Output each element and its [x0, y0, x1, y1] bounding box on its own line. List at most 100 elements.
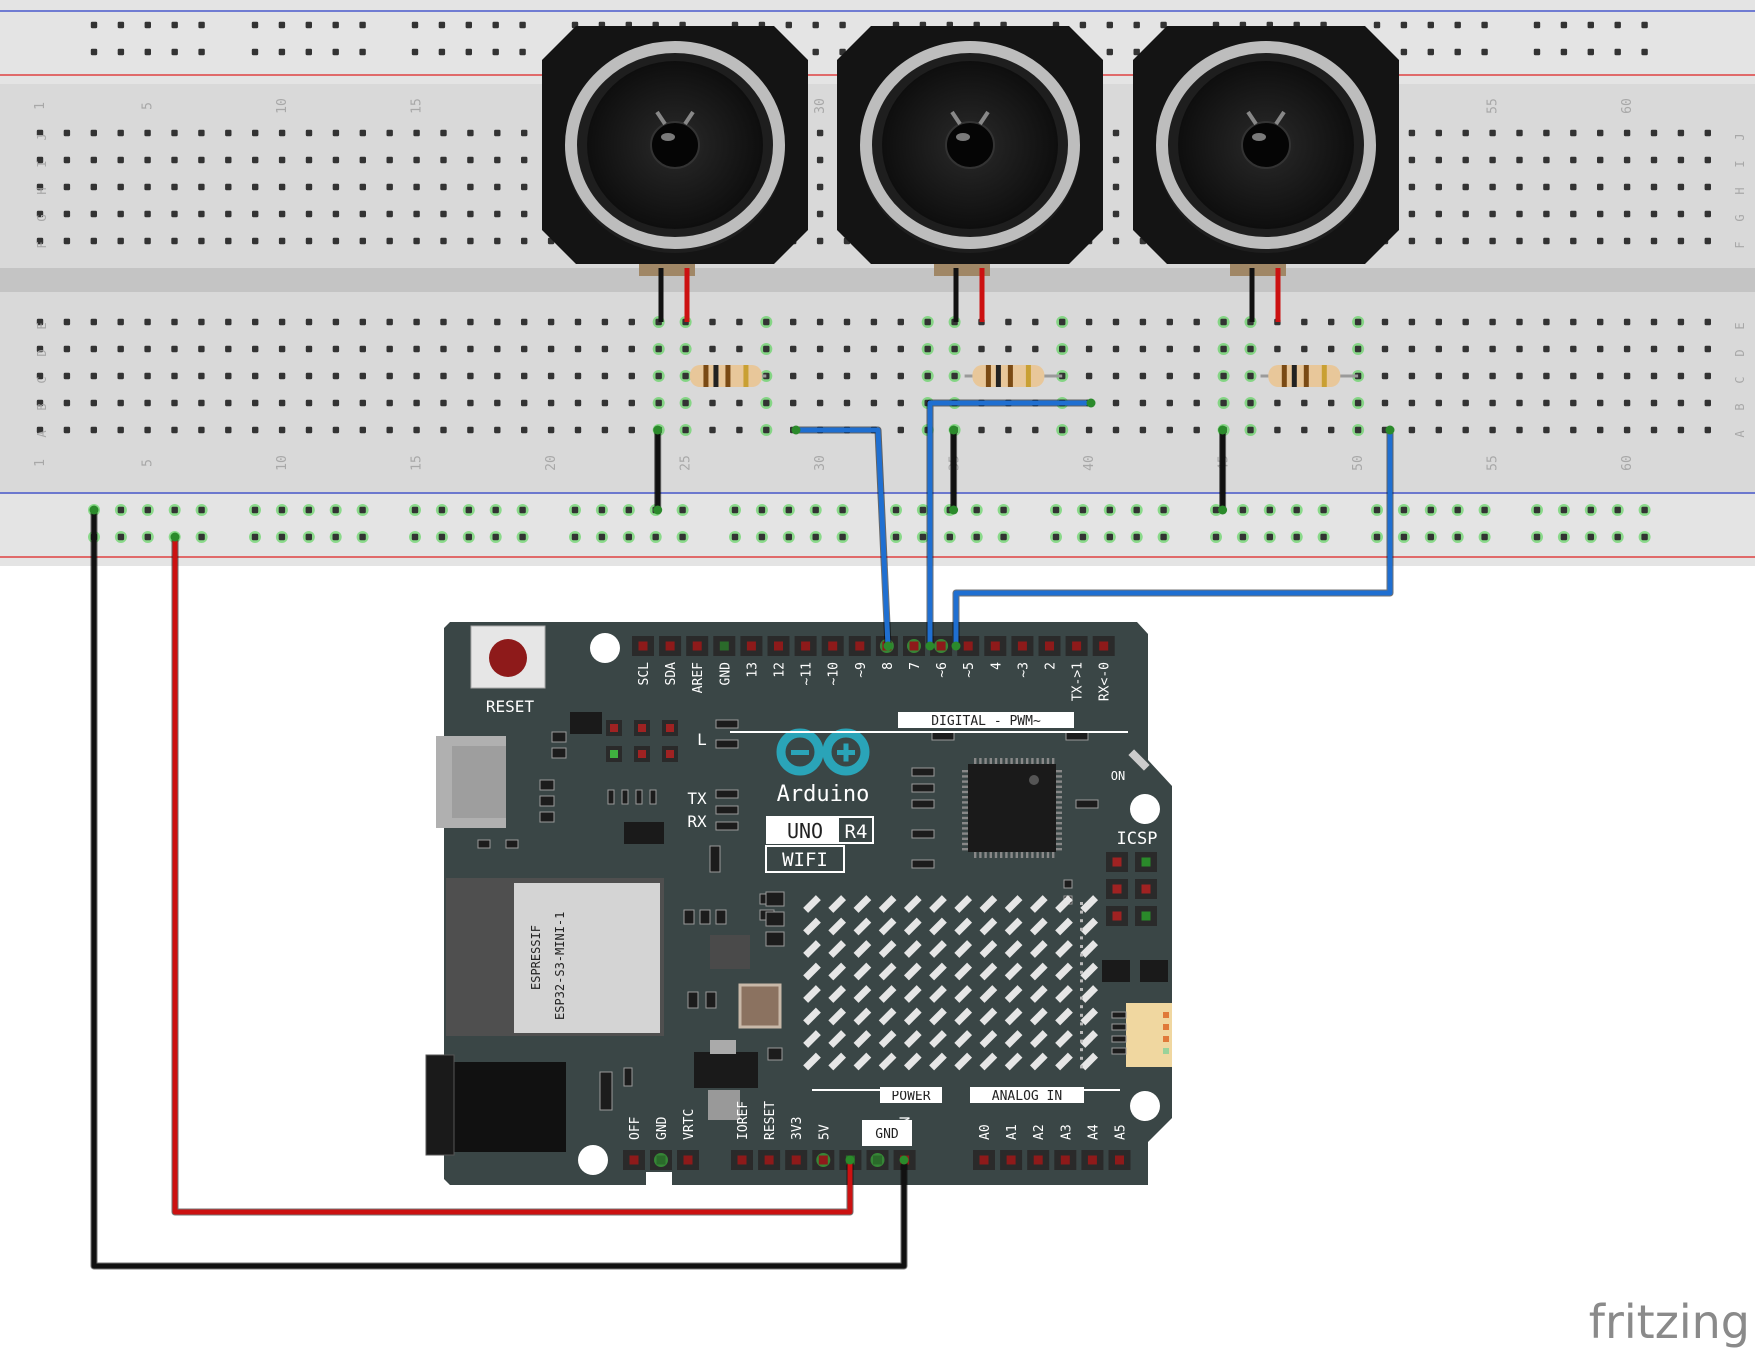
breadboard-hole: [897, 318, 904, 326]
chip-pin: [1056, 837, 1062, 840]
breadboard-hole: [1462, 129, 1469, 137]
breadboard-hole: [1597, 399, 1604, 407]
breadboard-hole: [305, 426, 313, 434]
breadboard-hole: [1597, 318, 1604, 326]
esp32-module-label: ESP32-S3-MINI-1: [553, 912, 567, 1020]
breadboard-hole: [225, 183, 232, 191]
breadboard-hole: [1489, 156, 1496, 164]
breadboard-hole: [1543, 129, 1550, 137]
rail-hole: [1454, 533, 1461, 541]
breadboard-hole: [171, 318, 178, 326]
led-l-label: L: [697, 730, 707, 749]
rail-hole: [1614, 506, 1621, 514]
matrix-led: [1029, 940, 1048, 958]
breadboard-hole: [1623, 156, 1631, 164]
matrix-led: [979, 1052, 998, 1071]
rail-hole: [198, 533, 205, 541]
smd-part: [911, 859, 935, 869]
rail-hole: [785, 506, 792, 514]
breadboard-hole: [386, 183, 393, 191]
breadboard-hole: [1112, 345, 1120, 353]
breadboard-hole: [521, 156, 528, 164]
breadboard-hole: [1274, 345, 1281, 353]
chip-pin: [979, 758, 982, 764]
off-gnd-vrtc-label: VRTC: [682, 1109, 697, 1140]
rail-hole: [1587, 506, 1594, 514]
breadboard-hole: [1597, 345, 1604, 353]
breadboard-hole: [494, 129, 501, 137]
matrix-led: [878, 940, 897, 958]
breadboard-hole: [736, 318, 743, 326]
breadboard-hole: [601, 318, 609, 326]
chip-pin: [1056, 842, 1062, 846]
digital-pin-label: RX<-0: [1098, 662, 1113, 701]
rail-hole: [492, 21, 499, 29]
breadboard-hole: [1005, 426, 1012, 434]
analog-pin-label: A0: [978, 1124, 993, 1140]
breadboard-hole: [332, 183, 340, 191]
breadboard-hole: [198, 210, 205, 218]
smd-part: [911, 829, 935, 839]
matrix-led: [929, 1007, 947, 1026]
chip-pin: [1031, 852, 1034, 858]
breadboard-hole: [413, 318, 420, 326]
breadboard-hole: [682, 426, 689, 434]
breadboard-hole: [601, 345, 609, 353]
matrix-led: [878, 962, 897, 981]
breadboard-hole: [1032, 426, 1039, 434]
breadboard-hole: [494, 372, 501, 380]
breadboard-hole: [843, 318, 851, 326]
header-pin: [638, 641, 648, 651]
reset-button[interactable]: [489, 639, 527, 677]
speaker-terminal: [1230, 264, 1286, 276]
breadboard-hole: [171, 345, 178, 353]
smd-part: [1111, 1023, 1127, 1031]
breadboard-hole: [1112, 237, 1120, 245]
breadboard-hole: [1597, 372, 1604, 380]
breadboard-hole: [1354, 426, 1362, 434]
breadboard-hole: [1193, 372, 1200, 380]
breadboard-hole: [117, 210, 124, 218]
matrix-led: [1055, 1030, 1073, 1048]
breadboard-hole: [198, 237, 205, 245]
breadboard-hole: [1193, 318, 1200, 326]
matrix-dot: [1080, 970, 1083, 974]
breadboard-hole: [440, 237, 447, 245]
smd-part: [709, 845, 721, 873]
rail-hole: [359, 506, 366, 514]
breadboard-hole: [413, 183, 420, 191]
analog-pin-label: A2: [1032, 1124, 1047, 1140]
matrix-led: [979, 962, 998, 981]
breadboard-hole: [36, 318, 44, 326]
rail-hole: [1427, 48, 1434, 56]
rail-hole: [90, 48, 98, 56]
matrix-led: [1080, 1030, 1099, 1048]
breadboard-hole: [816, 318, 824, 326]
breadboard-hole: [1570, 318, 1577, 326]
breadboard-hole: [225, 237, 232, 245]
breadboard-hole: [1597, 210, 1604, 218]
breadboard-hole: [1112, 156, 1120, 164]
chip-pin: [1052, 852, 1055, 858]
breadboard-hole: [521, 318, 528, 326]
rail-hole: [1293, 506, 1300, 514]
rail-hole: [571, 506, 579, 514]
header-pin: [1060, 1155, 1070, 1165]
breadboard-hole: [467, 318, 474, 326]
breadboard-hole: [763, 399, 770, 407]
breadboard-hole: [359, 156, 366, 164]
breadboard-hole: [440, 210, 447, 218]
chip-pin: [1056, 848, 1062, 851]
power-wire-5v-end: [845, 1155, 855, 1165]
breadboard-hole: [1408, 399, 1416, 407]
breadboard-hole: [494, 399, 501, 407]
breadboard-hole: [1328, 318, 1335, 326]
breadboard-hole: [547, 372, 555, 380]
row-label: E: [35, 322, 49, 329]
breadboard-hole: [951, 372, 958, 380]
breadboard-hole: [1220, 345, 1227, 353]
matrix-led: [803, 962, 821, 981]
smd-part: [767, 1047, 783, 1061]
breadboard-hole: [843, 399, 851, 407]
breadboard-hole: [816, 183, 824, 191]
